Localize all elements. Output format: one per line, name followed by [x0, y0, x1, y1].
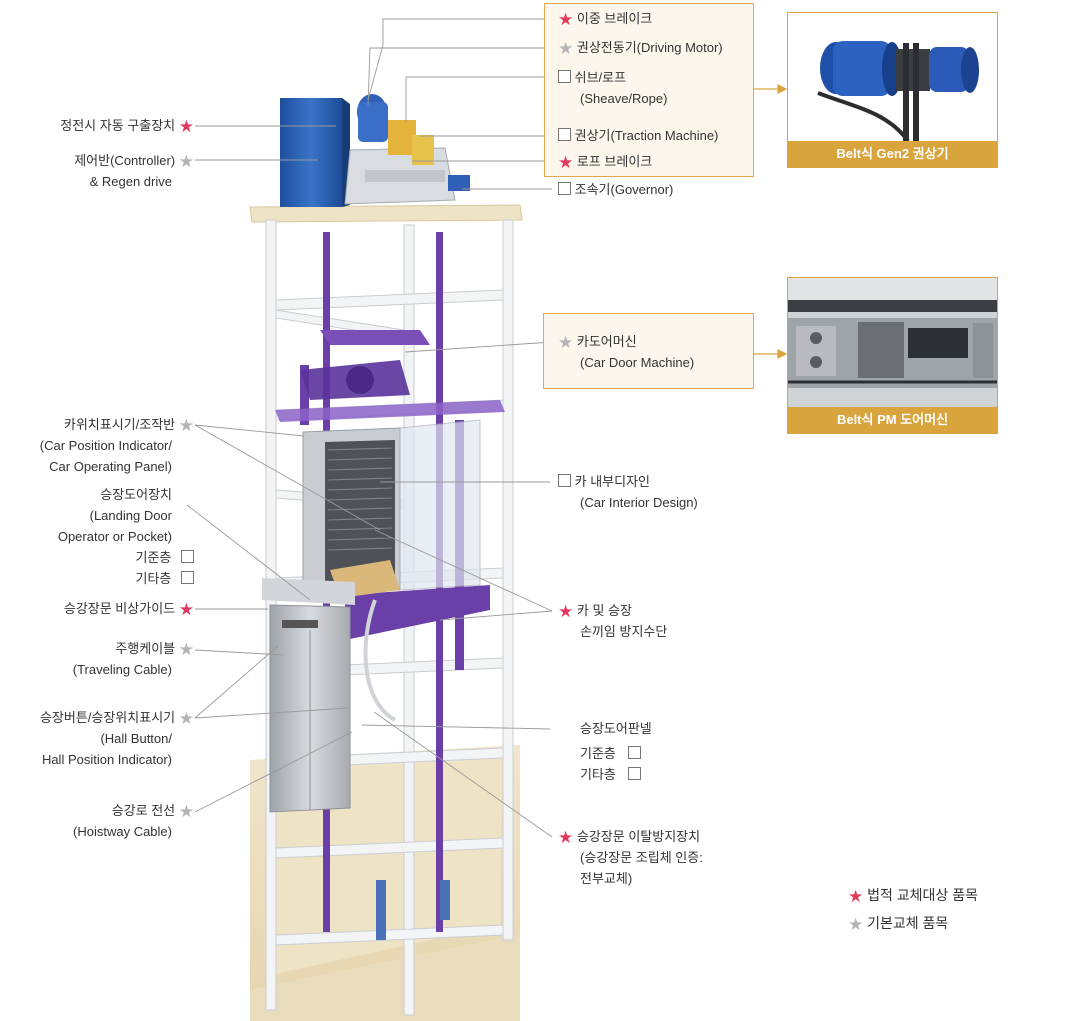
- door-machine-image: [788, 278, 997, 407]
- label-car-interior: 카 내부디자인 (Car Interior Design): [558, 471, 698, 513]
- label-traveling-cable: 주행케이블 ★ (Traveling Cable): [72, 640, 194, 677]
- basic-star-icon: ★: [178, 709, 194, 728]
- label-rope-brake: ★ 로프 브레이크: [558, 153, 653, 172]
- label-hall-button: 승장버튼/승장위치표시기 ★ (Hall Button/ Hall Positi…: [39, 709, 194, 767]
- label-car-position-indicator: 카위치표시기/조작반 ★ (Car Position Indicator/ Ca…: [39, 416, 194, 474]
- machine-photo-caption: Belt식 Gen2 권상기: [788, 141, 997, 167]
- door-photo-caption: Belt식 PM 도어머신: [788, 407, 997, 433]
- label-controller: 제어반(Controller) ★ & Regen drive: [74, 152, 194, 189]
- machine-room-slab: [249, 204, 523, 223]
- basic-star-icon: ★: [178, 152, 194, 171]
- basic-star-icon: ★: [558, 333, 574, 352]
- label-dual-brake: ★ 이중 브레이크: [558, 10, 653, 29]
- label-door-derail-prevention: ★ 승강장문 이탈방지장치 (승강장문 조립체 인증: 전부교체): [558, 828, 703, 886]
- pit-buffers: [376, 880, 450, 940]
- traveling-cable: [363, 599, 397, 722]
- legend-basic: ★ 기본교체 품목: [848, 915, 949, 934]
- landing-door: [262, 578, 355, 813]
- label-hoistway-cable: 승강로 전선 ★ (Hoistway Cable): [73, 802, 194, 839]
- label-driving-motor: ★ 권상전동기(Driving Motor): [558, 39, 723, 58]
- checkbox-icon: [558, 182, 571, 195]
- label-landing-door-panel: 승장도어판넬 기준층 기타층: [580, 721, 652, 782]
- legend: ★ 법적 교체대상 품목 ★ 기본교체 품목: [848, 881, 978, 937]
- belt-gen2-machine-photo: Belt식 Gen2 권상기: [787, 12, 998, 168]
- elevator-car: [302, 419, 481, 598]
- checkbox-icon: [558, 70, 571, 83]
- legal-star-icon: ★: [558, 828, 574, 847]
- legal-star-icon: ★: [558, 10, 574, 29]
- basic-star-icon: ★: [558, 39, 574, 58]
- legal-star-icon: ★: [848, 887, 864, 906]
- checkbox-icon: [627, 746, 641, 759]
- belt-pm-door-machine-photo: Belt식 PM 도어머신: [787, 277, 998, 434]
- label-traction-machine: 권상기(Traction Machine): [558, 125, 718, 146]
- basic-star-icon: ★: [178, 640, 194, 659]
- car-frame: [275, 330, 505, 640]
- legal-star-icon: ★: [178, 117, 194, 136]
- legal-star-icon: ★: [178, 600, 194, 619]
- label-ard: 정전시 자동 구출장치 ★: [60, 117, 194, 136]
- legend-legal: ★ 법적 교체대상 품목: [848, 887, 978, 906]
- checkbox-icon: [627, 767, 641, 780]
- traction-machine-image: [788, 13, 997, 143]
- checkbox-icon: [558, 128, 571, 141]
- label-landing-door-operator: 승장도어장치 (Landing Door Operator or Pocket)…: [58, 484, 194, 589]
- label-governor: 조속기(Governor): [558, 179, 673, 200]
- label-emergency-guide: 승강장문 비상가이드 ★: [63, 600, 194, 619]
- legal-star-icon: ★: [558, 153, 574, 172]
- legal-star-icon: ★: [558, 602, 574, 621]
- checkbox-icon: [558, 474, 571, 487]
- machine-callout-box: [544, 3, 754, 177]
- basic-star-icon: ★: [178, 416, 194, 435]
- traction-machine: [344, 94, 470, 205]
- basic-star-icon: ★: [848, 915, 864, 934]
- checkbox-icon: [181, 550, 194, 563]
- label-car-door-machine: ★ 카도어머신 (Car Door Machine): [558, 333, 695, 370]
- label-finger-guard: ★ 카 및 승장 손끼임 방지수단: [558, 602, 668, 639]
- basic-star-icon: ★: [178, 802, 194, 821]
- door-machine-callout-box: [543, 313, 754, 389]
- label-sheave-rope: 쉬브/로프 (Sheave/Rope): [558, 67, 667, 109]
- checkbox-icon: [181, 571, 194, 584]
